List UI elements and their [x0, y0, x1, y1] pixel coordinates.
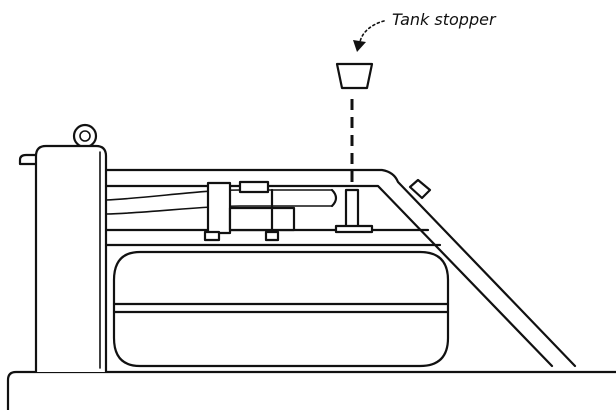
tank-stopper-label: Tank stopper [392, 10, 497, 29]
gear-top-cap [238, 180, 270, 194]
lever-knob [72, 123, 98, 149]
top-frame-rail-inner [104, 184, 554, 368]
gear-foot-right [264, 230, 280, 242]
left-housing [34, 144, 108, 372]
base-plate [6, 370, 616, 410]
water-tank [112, 250, 450, 368]
tank-inlet-post [344, 188, 360, 230]
side-button [408, 178, 432, 200]
gear-housing [206, 181, 232, 235]
callout-arrow [359, 20, 385, 43]
tension-strap-end [330, 188, 338, 208]
tension-strap-lower [105, 205, 333, 215]
lever-knob-inner [79, 130, 91, 142]
tank-inlet-collar [334, 224, 374, 234]
tank-stopper [335, 62, 374, 90]
side-nub [18, 153, 40, 166]
top-frame-rail [104, 168, 577, 368]
tension-strap [105, 189, 333, 201]
gear-plate [228, 206, 296, 232]
callout-arrowhead [353, 40, 366, 52]
gear-foot [203, 230, 221, 242]
